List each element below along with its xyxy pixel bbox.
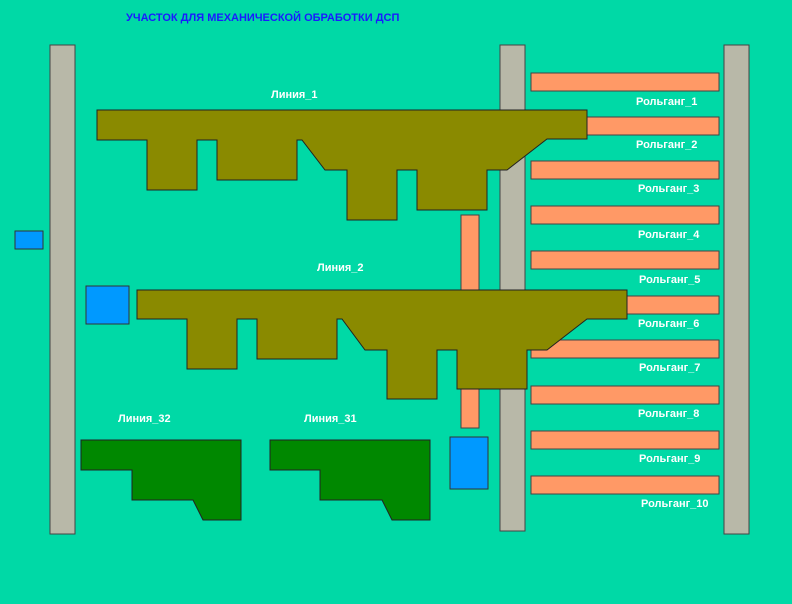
line-1-shape[interactable] — [96, 109, 588, 221]
conveyor-1 — [530, 72, 720, 92]
blue-block-left[interactable] — [85, 285, 130, 325]
conveyor-8-label: Рольганг_8 — [638, 408, 700, 420]
blue-block-small[interactable] — [14, 230, 44, 250]
conveyor-4 — [530, 205, 720, 225]
conveyor-3-label: Рольганг_3 — [638, 183, 700, 195]
rail-left — [49, 44, 76, 535]
conveyor-7-label: Рольганг_7 — [639, 362, 701, 374]
conveyor-10 — [530, 475, 720, 495]
conveyor-8 — [530, 385, 720, 405]
conveyor-5-label: Рольганг_5 — [639, 274, 701, 286]
conveyor-5 — [530, 250, 720, 270]
conveyor-6-label: Рольганг_6 — [638, 318, 700, 330]
line-32-label: Линия_32 — [118, 413, 171, 425]
conveyor-4-label: Рольганг_4 — [638, 229, 700, 241]
conveyor-10-label: Рольганг_10 — [641, 498, 709, 510]
line-31-label: Линия_31 — [304, 413, 357, 425]
line-32-shape[interactable] — [80, 439, 242, 521]
conveyor-3 — [530, 160, 720, 180]
line-1-label: Линия_1 — [271, 89, 318, 101]
line-31-shape[interactable] — [269, 439, 431, 521]
line-2-label: Линия_2 — [317, 262, 364, 274]
conveyor-9 — [530, 430, 720, 450]
blue-block-bottom[interactable] — [449, 436, 489, 490]
conveyor-1-label: Рольганг_1 — [636, 96, 698, 108]
rail-right — [723, 44, 750, 535]
conveyor-2-label: Рольганг_2 — [636, 139, 698, 151]
line-2-shape[interactable] — [136, 289, 628, 400]
page-title: УЧАСТОК ДЛЯ МЕХАНИЧЕСКОЙ ОБРАБОТКИ ДСП — [126, 12, 400, 24]
conveyor-7 — [530, 339, 720, 359]
conveyor-9-label: Рольганг_9 — [639, 453, 701, 465]
